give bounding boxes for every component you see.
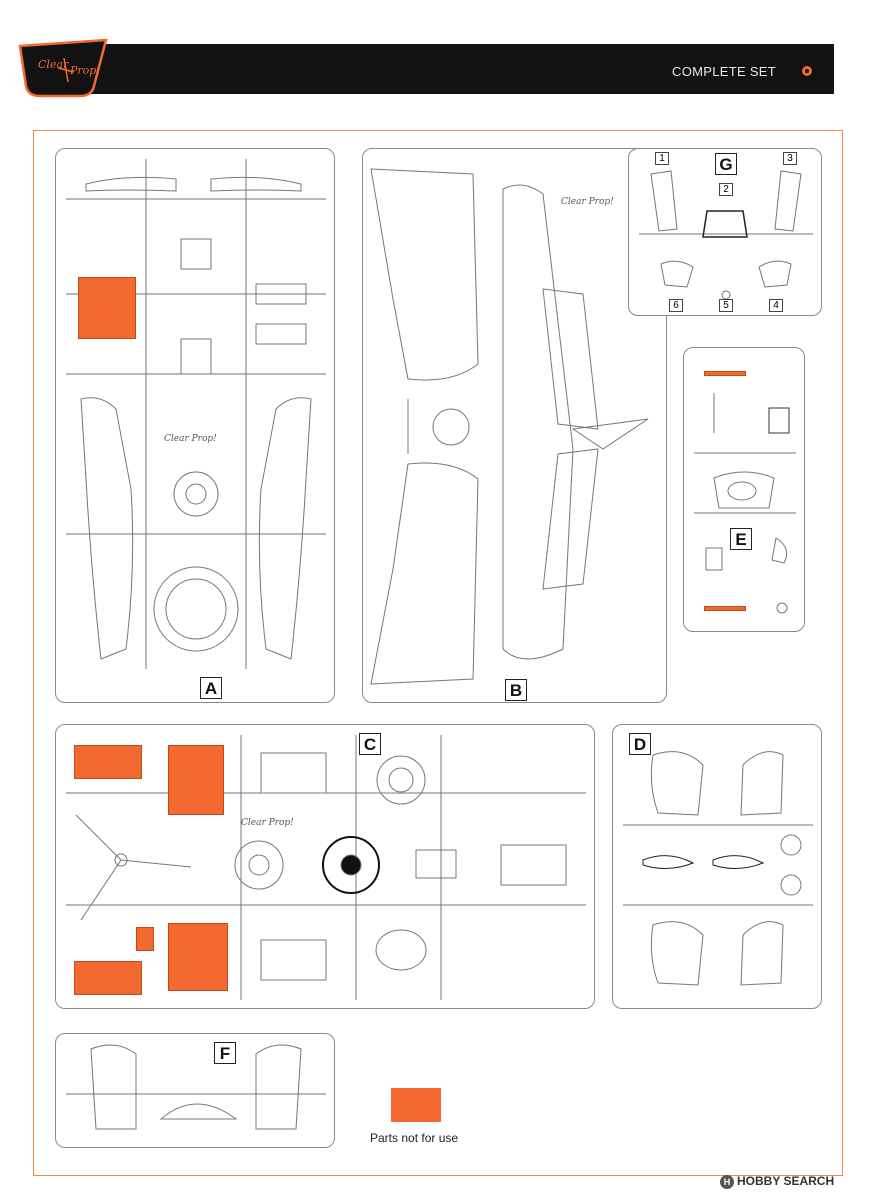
part-not-for-use [78,277,136,339]
part-number: 1 [655,152,669,165]
sprue-d: D [612,724,822,1009]
sprue-b: Clear Prop! B [362,148,667,703]
sprue-d-label: D [629,733,651,755]
svg-text:Clear Prop!: Clear Prop! [241,818,294,828]
brand-logo: Clear Prop! [18,38,108,98]
sprue-a-drawing: Clear Prop! [66,159,326,669]
sprue-e: E [683,347,805,632]
header-bar [38,44,834,94]
part-not-for-use [704,606,746,611]
part-number: 2 [719,183,733,196]
sprue-b-drawing: Clear Prop! [370,168,649,685]
page-header: Clear Prop! COMPLETE SET [0,38,834,100]
sprue-g: G 1 2 3 6 5 4 [628,148,822,316]
sprue-f-label: F [214,1042,236,1064]
part-number: 5 [719,299,733,312]
sprue-c-drawing: Clear Prop! [66,735,586,1000]
svg-text:Clear Prop!: Clear Prop! [164,434,217,444]
svg-text:Clear Prop!: Clear Prop! [561,197,614,207]
legend-swatch [391,1088,441,1122]
part-not-for-use [136,927,154,951]
part-not-for-use [168,745,224,815]
sprue-g-label: G [715,153,737,175]
sprue-c-label: C [359,733,381,755]
part-number: 3 [783,152,797,165]
sprue-c: Clear Prop! C [55,724,595,1009]
legend-label: Parts not for use [370,1131,459,1145]
sprue-a-label: A [200,677,222,699]
sprue-layout-frame [33,130,843,1176]
sprue-f: F [55,1033,335,1148]
svg-text:Prop!: Prop! [69,64,101,77]
sprue-d-drawing [623,751,813,986]
header-bullet-icon [802,66,812,76]
watermark-text: HOBBY SEARCH [737,1174,835,1188]
svg-text:Clear: Clear [38,58,69,71]
part-not-for-use [74,961,142,995]
page-title: COMPLETE SET [672,64,777,79]
sprue-g-drawing [639,170,813,300]
sprue-e-label: E [730,528,752,550]
sprue-f-drawing [66,1044,326,1130]
sprue-a: Clear Prop! A [55,148,335,703]
part-not-for-use [704,371,746,376]
sprue-b-label: B [505,679,527,701]
hobby-search-logo-icon: H [720,1174,734,1189]
part-number: 4 [769,299,783,312]
part-number: 6 [669,299,683,312]
sprue-e-drawing [694,393,796,614]
part-not-for-use [168,923,228,991]
part-not-for-use [74,745,142,779]
